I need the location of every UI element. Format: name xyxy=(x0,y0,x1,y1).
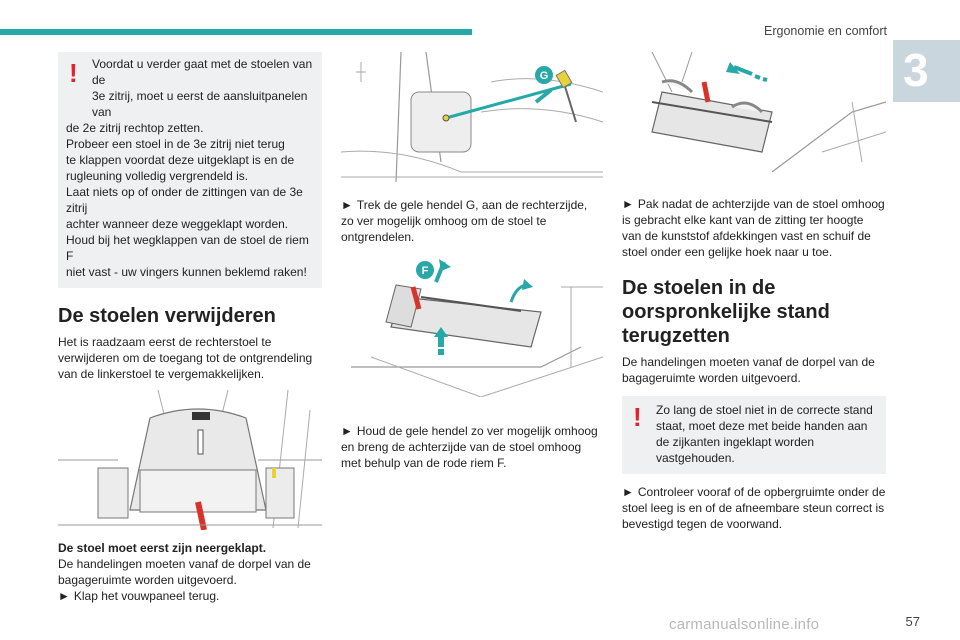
intro-paragraph: De handelingen moeten vanaf de dorpel va… xyxy=(622,355,875,385)
warning-line: niet vast - uw vingers kunnen beklemd ra… xyxy=(66,265,307,279)
section-title: Ergonomie en comfort xyxy=(764,24,887,38)
step-item: ►Houd de gele hendel zo ver mogelijk omh… xyxy=(341,423,603,471)
lever-g-illustration: G xyxy=(340,51,604,191)
caption-text: De handelingen moeten vanaf de dorpel va… xyxy=(58,557,311,587)
warning-line: 3e zitrij, moet u eerst de aansluitpanel… xyxy=(92,89,308,119)
top-accent-bar xyxy=(0,29,472,35)
warning-line: Houd bij het wegklappen van de stoel de … xyxy=(66,233,309,263)
section-heading: De stoelen verwijderen xyxy=(58,305,276,327)
warning-line: Laat niets op of onder de zittingen van … xyxy=(66,185,303,215)
step-text: Houd de gele hendel zo ver mogelijk omho… xyxy=(341,424,598,470)
warning-line: achter wanneer deze weggeklapt worden. xyxy=(66,217,289,231)
watermark: carmanualsonline.info xyxy=(669,616,820,633)
page-number: 57 xyxy=(905,614,920,629)
step-item: ►Klap het vouwpaneel terug. xyxy=(58,588,322,604)
warning-line: rugleuning volledig vergrendeld is. xyxy=(66,169,249,183)
strap-f-illustration: F xyxy=(341,257,604,401)
section-heading: De stoelen in de oorspronkelijke stand t… xyxy=(622,277,830,347)
step-item: ►Trek de gele hendel G, aan de rechterzi… xyxy=(341,197,603,245)
step-text: Klap het vouwpaneel terug. xyxy=(73,589,220,603)
step-arrow-icon: ► xyxy=(58,589,70,603)
step-item: ►Pak nadat de achterzijde van de stoel o… xyxy=(622,196,886,260)
step-arrow-icon: ► xyxy=(341,424,353,438)
chapter-tab: 3 xyxy=(893,40,960,102)
warning-line: Voordat u verder gaat met de stoelen van… xyxy=(92,57,313,87)
intro-paragraph: Het is raadzaam eerst de rechterstoel te… xyxy=(58,335,313,381)
step-text: Pak nadat de achterzijde van de stoel om… xyxy=(622,197,885,259)
column-3: ►Pak nadat de achterzijde van de stoel o… xyxy=(622,51,887,532)
warning-box: ! Voordat u verder gaat met de stoelen v… xyxy=(58,52,322,288)
column-1: ! Voordat u verder gaat met de stoelen v… xyxy=(58,52,322,604)
folded-seat-illustration xyxy=(58,389,322,534)
step-item: ►Controleer vooraf of de opbergruimte on… xyxy=(622,484,886,532)
slide-seat-illustration xyxy=(622,51,887,188)
warning-line: te klappen voordat deze uitgeklapt is en… xyxy=(66,153,295,167)
warning-line: Probeer een stoel in de 3e zitrij niet t… xyxy=(66,137,285,151)
chapter-number: 3 xyxy=(903,44,929,96)
warning-line: de 2e zitrij rechtop zetten. xyxy=(66,121,204,135)
warning-box: ! Zo lang de stoel niet in de correcte s… xyxy=(622,396,886,474)
step-arrow-icon: ► xyxy=(622,197,634,211)
step-text: Controleer vooraf of de opbergruimte ond… xyxy=(622,485,886,531)
step-arrow-icon: ► xyxy=(622,485,634,499)
step-arrow-icon: ► xyxy=(341,198,353,212)
caption-bold: De stoel moet eerst zijn neergeklapt. xyxy=(58,541,267,555)
label-f: F xyxy=(422,265,429,277)
column-2: G ►Trek de gele hendel G, aan de rechter… xyxy=(340,51,604,471)
warning-icon: ! xyxy=(633,402,642,432)
warning-text: Zo lang de stoel niet in de correcte sta… xyxy=(656,403,873,465)
step-text: Trek de gele hendel G, aan de rechterzij… xyxy=(341,198,588,244)
warning-icon: ! xyxy=(69,58,78,88)
label-g: G xyxy=(540,70,549,82)
